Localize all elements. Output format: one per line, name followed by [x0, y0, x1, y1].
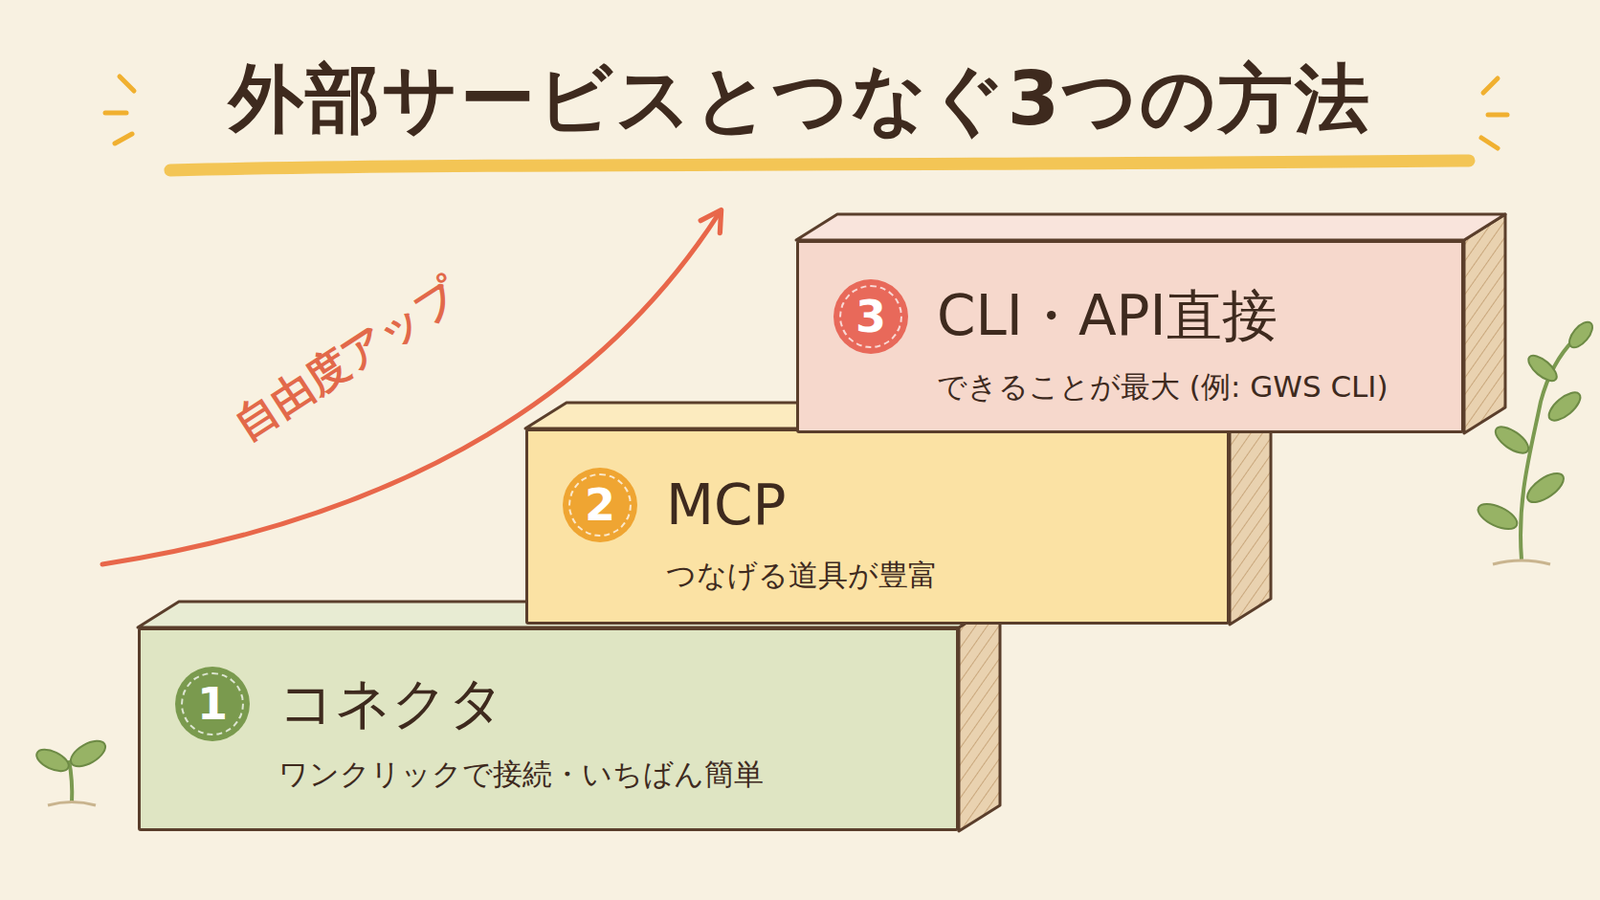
block-connector: 1 コネクタワンクリックで接続・いちばん簡単: [137, 627, 959, 832]
step-heading: コネクタ: [278, 666, 764, 742]
block-side: [1464, 214, 1506, 434]
step-description: できることが最大 (例: GWS CLI): [936, 367, 1389, 408]
title-underline: [170, 160, 1469, 171]
block-cli-api: 3 CLI・API直接できることが最大 (例: GWS CLI): [796, 240, 1465, 434]
step-description: ワンクリックで接続・いちばん簡単: [278, 755, 764, 796]
block-side: [1229, 402, 1271, 625]
step-description: つなげる道具が豊富: [666, 555, 938, 597]
step-heading: CLI・API直接: [936, 279, 1389, 355]
step-number: 1: [175, 666, 250, 742]
block-mcp: 2 MCP つなげる道具が豊富: [525, 428, 1230, 625]
title: 外部サービスとつなぐ3つの方法: [0, 49, 1600, 151]
block-depth: [525, 402, 1271, 625]
step-heading: MCP: [666, 472, 938, 538]
freedom-label: 自由度アップ: [223, 266, 469, 454]
block-depth: [796, 214, 1506, 434]
sparkle-left: [105, 76, 134, 144]
sparkle-right: [1481, 78, 1508, 149]
step-number: 2: [562, 467, 638, 543]
block-depth: [137, 601, 1000, 832]
sprout-left: [33, 735, 110, 806]
block-side: [958, 601, 1000, 832]
step-number: 3: [833, 279, 909, 355]
freedom-arrow: [102, 212, 720, 565]
block-top: [796, 214, 1506, 241]
